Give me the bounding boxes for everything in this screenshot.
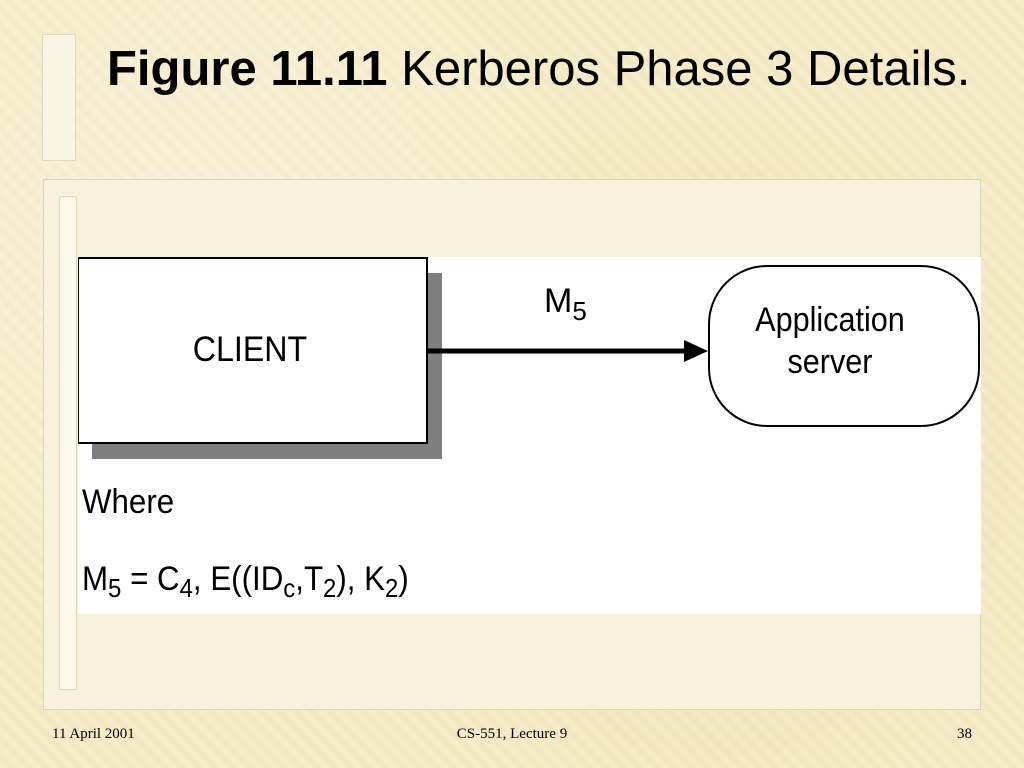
where-label: Where	[82, 483, 175, 521]
eq-c-sub: 4	[179, 573, 193, 603]
eq-k: ), K	[336, 560, 386, 598]
message-label: M5	[544, 282, 587, 326]
message-label-main: M	[544, 282, 572, 320]
eq-t: ,T	[295, 560, 324, 598]
message-label-sub: 5	[572, 296, 586, 326]
eq-close: )	[398, 560, 409, 598]
panel-accent-strip	[59, 196, 77, 690]
client-box	[78, 257, 428, 444]
message-equation: M5 = C4, E((IDc,T2), K2)	[82, 560, 409, 601]
eq-e-id: , E((ID	[192, 560, 284, 598]
footer-course: CS-551, Lecture 9	[456, 726, 568, 742]
title-accent-bar	[42, 34, 76, 161]
diagram-figure: CLIENT M5 Application server	[78, 257, 981, 614]
message-arrow-head	[684, 340, 708, 362]
client-label: CLIENT	[193, 331, 307, 370]
server-label-line1: Application	[755, 301, 905, 339]
application-server-box	[708, 265, 980, 427]
title-text: Kerberos Phase 3 Details.	[387, 42, 971, 96]
eq-m: M	[82, 560, 109, 598]
eq-equals-c: = C	[121, 560, 180, 598]
eq-m-sub: 5	[108, 573, 122, 603]
eq-t-sub: 2	[323, 573, 337, 603]
footer-date: 11 April 2001	[52, 726, 135, 742]
server-label-line2: server	[788, 343, 873, 381]
footer-page-number: 38	[957, 726, 972, 742]
slide-title: Figure 11.11 Kerberos Phase 3 Details.	[107, 40, 987, 98]
eq-k-sub: 2	[385, 573, 399, 603]
diagram-canvas: CLIENT M5 Application server	[78, 257, 980, 459]
title-figure-number: Figure 11.11	[107, 42, 388, 96]
eq-id-sub: c	[283, 573, 296, 603]
